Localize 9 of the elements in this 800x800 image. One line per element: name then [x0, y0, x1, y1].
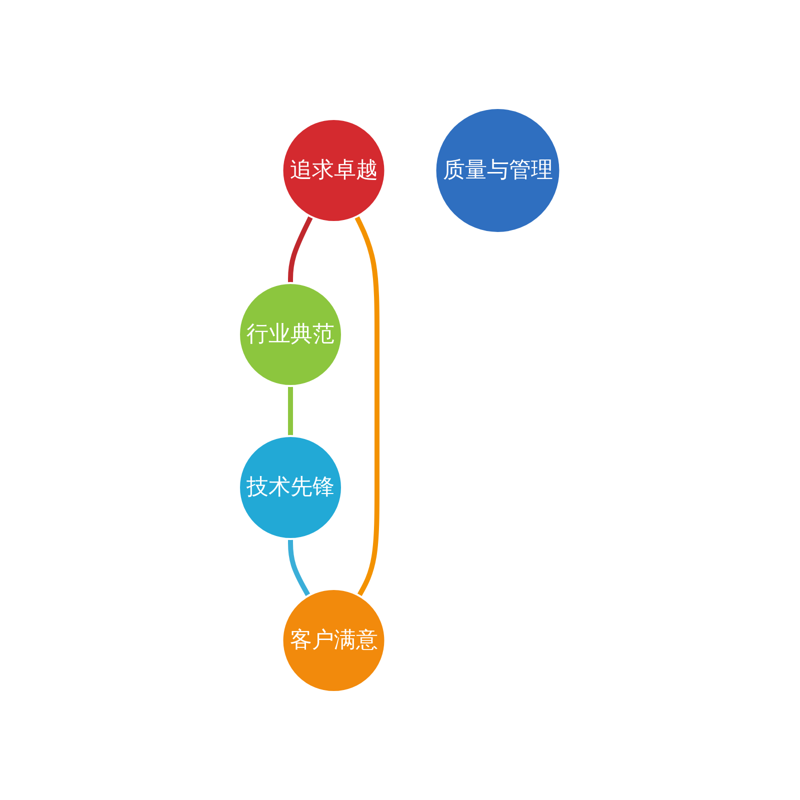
connector: [288, 216, 314, 283]
node-circle: 质量与管理: [434, 107, 562, 234]
node-circle: 技术先锋: [238, 435, 344, 540]
connector: [288, 539, 311, 597]
connector: [288, 386, 294, 436]
node-circle: 行业典范: [238, 282, 344, 387]
node-circle: 客户满意: [282, 588, 387, 693]
node-circle: 追求卓越: [282, 118, 387, 223]
connector: [354, 216, 380, 597]
